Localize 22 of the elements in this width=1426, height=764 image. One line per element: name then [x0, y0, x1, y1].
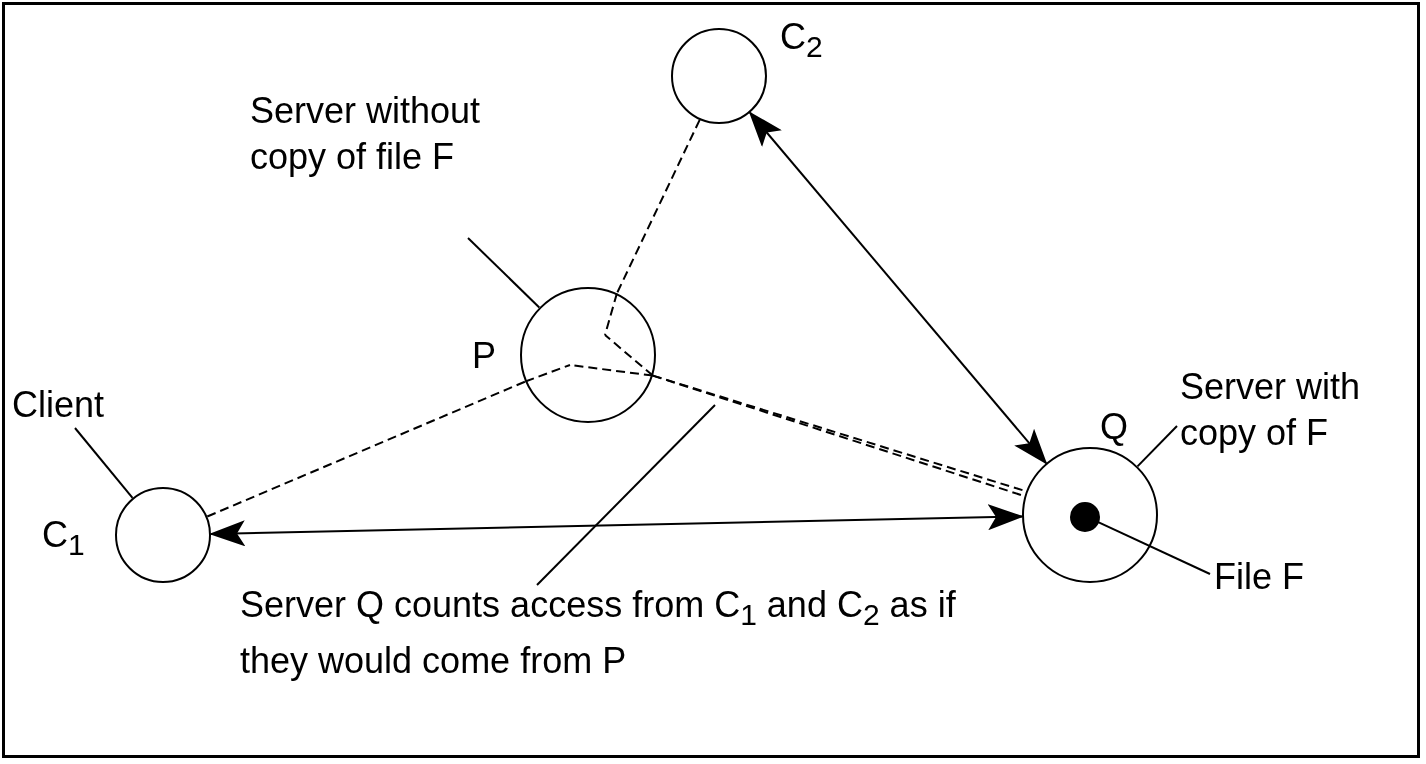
- node-name: C$_{1}$: [42, 513, 85, 564]
- node-label: File F: [1214, 554, 1414, 600]
- node-label: Client: [12, 382, 172, 428]
- file-dot: [1070, 502, 1100, 532]
- dashed-line: [615, 118, 701, 295]
- leader-line: [74, 427, 134, 499]
- leader-line: [536, 404, 716, 586]
- node-circle: [520, 287, 656, 423]
- double-arrow: [209, 504, 1024, 547]
- node-circle: [671, 28, 767, 124]
- double-arrow: [748, 111, 1048, 465]
- node-circle: [115, 487, 211, 583]
- node-name: C$_{2}$: [780, 15, 823, 66]
- node-circle: [1022, 447, 1158, 583]
- node-name: P: [472, 334, 496, 378]
- dashed-line: [206, 380, 527, 518]
- leader-line: [1136, 425, 1178, 468]
- leader-line: [467, 237, 541, 309]
- annotation-text: Server Q counts access from C$_{1}$ and C$_{2}$ as if they would come from P: [240, 582, 960, 685]
- node-label: Server without copy of file F: [250, 88, 540, 180]
- node-label: Server with copy of F: [1180, 364, 1420, 456]
- node-name: Q: [1100, 405, 1128, 449]
